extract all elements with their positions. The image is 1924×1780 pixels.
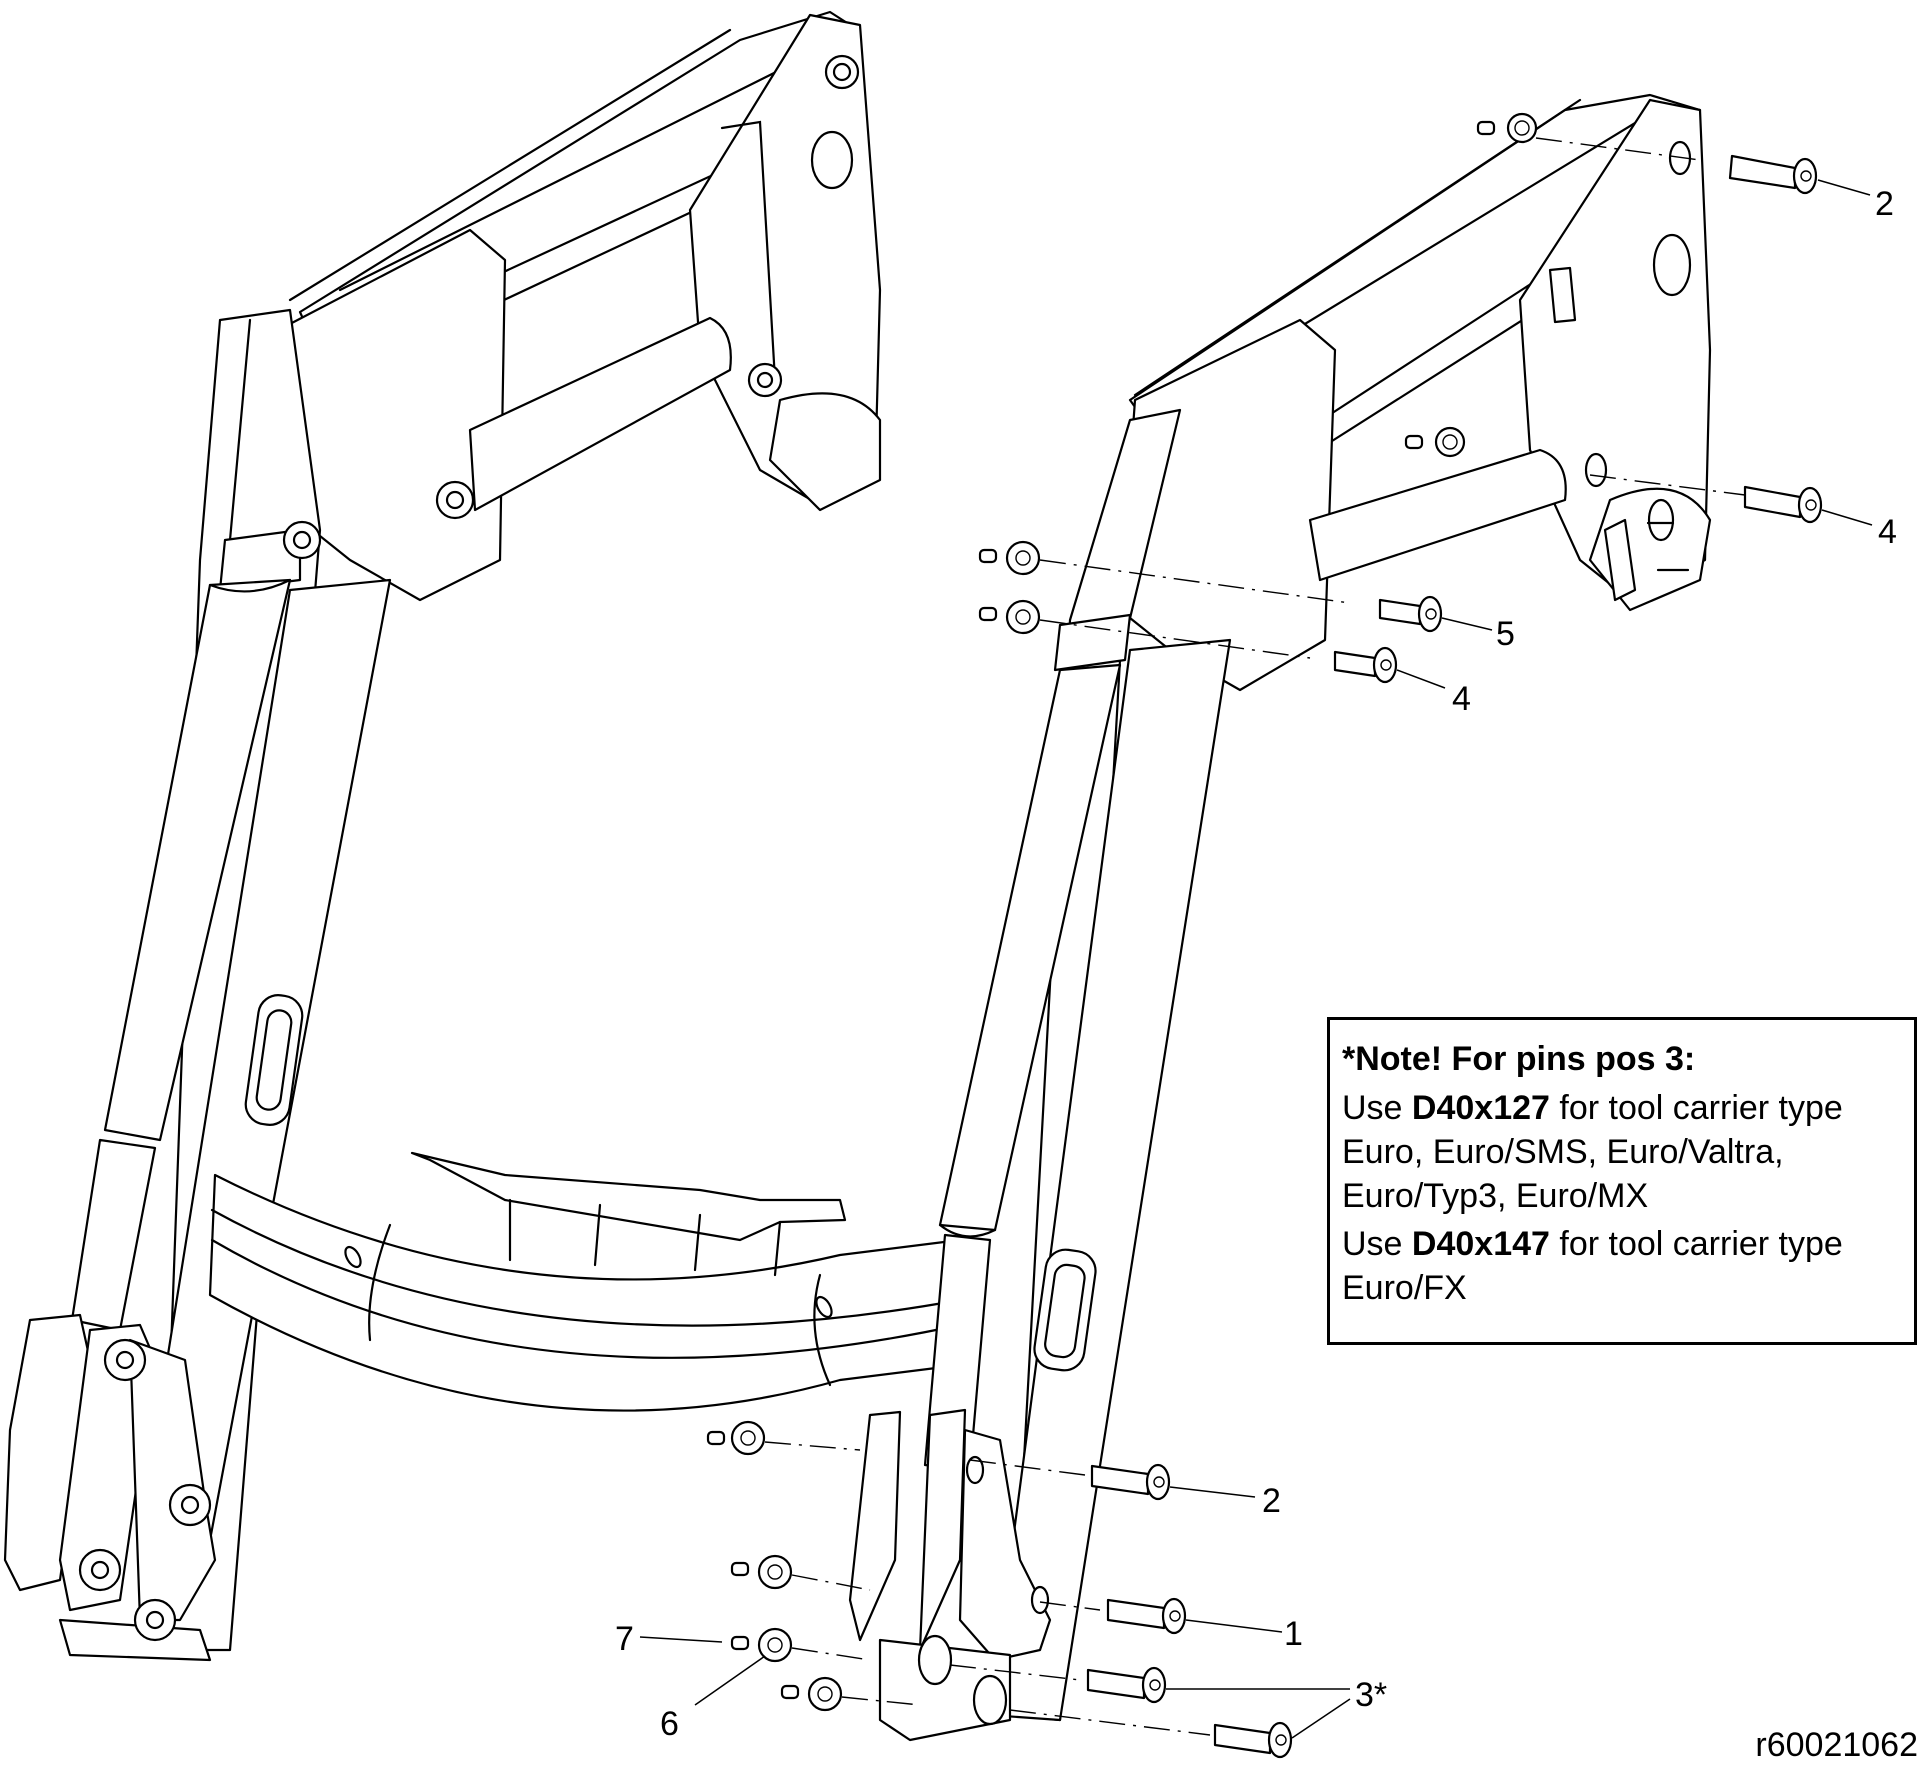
pin-set-middle: [978, 540, 1443, 684]
pin-set-lower: [706, 1420, 1293, 1759]
callout-3: 3*: [1355, 1676, 1387, 1714]
carrier-types-line: Euro, Euro/SMS, Euro/Valtra,: [1342, 1133, 1784, 1171]
note-prefix: Use: [1342, 1225, 1412, 1263]
callout-5: 5: [1496, 615, 1515, 653]
note-suffix: for tool carrier type: [1549, 1225, 1843, 1263]
left-loader-arm: [3, 10, 882, 1662]
pin-set-upper-right: [1404, 426, 1823, 524]
right-loader-arm: [848, 93, 1712, 1742]
callout-2-top: 2: [1875, 185, 1894, 223]
note-suffix: for tool carrier type: [1549, 1089, 1843, 1127]
pin-set-top-right: [1476, 112, 1818, 195]
note-prefix: Use: [1342, 1089, 1412, 1127]
carrier-types-line: Euro/Typ3, Euro/MX: [1342, 1177, 1649, 1215]
note-title: *Note! For pins pos 3:: [1342, 1040, 1696, 1078]
callout-7: 7: [615, 1620, 634, 1658]
note-paragraph-1: Use D40x127 for tool carrier type Euro, …: [1342, 1086, 1914, 1218]
callout-2-bottom: 2: [1262, 1482, 1281, 1520]
exploded-parts: [706, 112, 1823, 1759]
part-number-d40x147: D40x147: [1411, 1225, 1550, 1263]
leader-lines: [639, 179, 1873, 1739]
callout-labels: 2 4 5 4 2 1 7 6 3*: [615, 185, 1897, 1743]
carrier-types-line: Euro/FX: [1342, 1269, 1467, 1307]
part-number-d40x127: D40x127: [1411, 1089, 1550, 1127]
pin-note-box: *Note! For pins pos 3: Use D40x127 for t…: [1327, 1017, 1917, 1345]
drawing-number: r60021062: [1755, 1726, 1918, 1764]
callout-4-lower: 4: [1452, 680, 1471, 718]
callout-4-upper: 4: [1878, 513, 1897, 551]
callout-6: 6: [660, 1705, 679, 1743]
note-paragraph-2: Use D40x147 for tool carrier type Euro/F…: [1342, 1222, 1914, 1310]
cross-tube: [208, 1151, 962, 1412]
callout-1: 1: [1284, 1615, 1303, 1653]
